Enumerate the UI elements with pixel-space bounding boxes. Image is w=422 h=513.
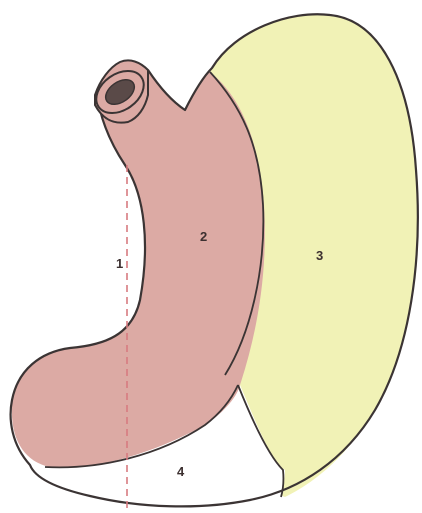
region-label-3: 3	[316, 248, 323, 263]
region-label-2: 2	[200, 229, 207, 244]
region-label-1: 1	[116, 256, 123, 271]
region-label-4: 4	[177, 464, 185, 479]
